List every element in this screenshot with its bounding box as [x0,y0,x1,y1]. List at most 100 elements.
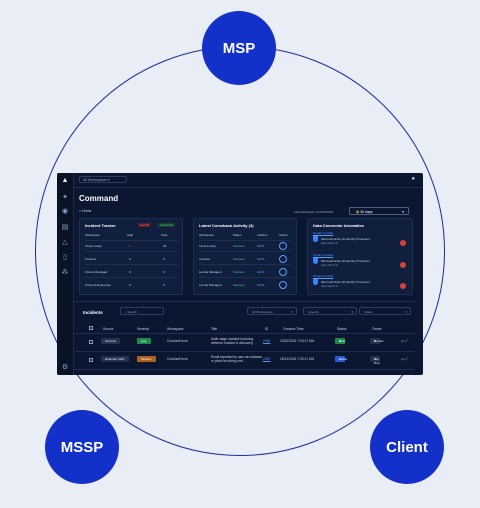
network-icon[interactable]: ⁂ [61,269,69,276]
row-incident: 02/01 [257,270,265,274]
col-title: Title [211,327,218,331]
client-label: Client [386,438,428,456]
gear-icon[interactable]: ⚙ [61,364,69,371]
alert-icon[interactable]: △ [62,239,68,246]
anomaly-link[interactable]: Tenant Corelite [313,231,334,235]
chevron-down-icon: ▾ [405,310,407,314]
severity-badge: Low [137,338,151,344]
error-icon[interactable] [400,240,406,246]
row-name: Unfound Enterprise [85,283,111,287]
breadcrumb-home: Home [82,209,92,213]
incident-id-link[interactable]: 2452 [263,339,271,343]
client-node: Client [370,410,444,484]
row-high: 0 [129,283,131,287]
col-high: High [127,233,134,237]
shield-icon [313,236,318,242]
col-owner: Owner [279,233,288,237]
severity-filter[interactable]: Severity ▾ [303,307,357,315]
owner-icon[interactable] [279,242,287,250]
row-name: Contoso [85,257,97,261]
chevron-down-icon: ▾ [351,310,353,314]
row-status: Success [233,283,245,287]
row-incident: 02/01 [257,283,265,287]
owner-icon[interactable] [279,268,287,276]
anomaly-link[interactable]: Tenant Corelite [313,274,334,278]
breadcrumb[interactable]: ⌂ Home [79,209,92,213]
comeback-activity-panel: Latest Comeback Activity (3) Workspace S… [193,218,297,295]
incident-tracker-panel: Incident Tracker SLA 25 Closed 10 Worksp… [79,218,183,295]
search-input[interactable]: ⌕ Search [120,307,164,315]
table-row[interactable]: Defender XDR Medium ContosoForce Email r… [75,352,415,370]
error-icon[interactable] [400,283,406,289]
incidents-table-header: Source Severity Workspace Title ID Creat… [75,324,415,334]
row-workspace: ContosoForce [167,357,188,361]
owner-select[interactable]: Gomez ▾ [370,338,384,344]
anomaly-text: Microsoft Entra ID Identity Protection [321,280,370,284]
logo-icon[interactable]: ▲ [61,177,69,184]
select-all-checkbox[interactable] [89,326,93,330]
page-title: Command [79,194,119,203]
col-total: Total [161,233,168,237]
document-icon[interactable]: ▤ [61,224,69,231]
severity-badge: Medium [137,356,156,362]
shield-icon[interactable]: ◉ [61,208,69,215]
row-time: 13/10/2024 7:03:17 AM [280,339,315,343]
row-name: Tenet Lovely [85,244,102,248]
workspace-filter[interactable]: All Workspaces▾ [247,307,297,315]
data-connector-anomalies-panel: Data Connector Anomalies Tenant Corelite… [307,218,413,295]
anomaly-item[interactable]: Tenant Corelite Microsoft Entra ID Ident… [313,253,403,273]
row-checkbox[interactable] [89,358,93,362]
anomaly-item[interactable]: Tenant Corelite Microsoft Entra ID Ident… [313,231,403,251]
anomaly-text: Microsoft Entra ID Identity Protection [321,237,370,241]
workspace-select[interactable]: All Workspaces ▾ [79,176,127,183]
msp-node: MSP [202,11,276,85]
row-total: 0 [163,257,165,261]
sidebar: ▲ ✦ ◉ ▤ △ ▯ ⁂ ⚙ [57,173,74,375]
date-range-picker[interactable]: ▦ 30 days▾ [349,207,409,215]
shield-icon [313,258,318,264]
anomaly-link[interactable]: Tenant Corelite [313,253,334,257]
sla-badge: SLA 25 [138,223,152,227]
row-ws: Tenet Lovely [199,244,216,248]
table-row[interactable]: Lamba Managed Success 02/01 [199,280,291,290]
source-badge: Sentinel [101,338,120,344]
table-row[interactable]: Sentinel Low ContosoForce Multi-stage in… [75,334,415,352]
col-status: Status [337,327,347,331]
top-bar: All Workspaces ▾ ● [73,173,423,188]
row-ws: Lamba Managed [199,283,222,287]
bookmark-icon[interactable]: ▯ [63,254,67,261]
msp-label: MSP [222,39,256,57]
workspace-filter-label: All Workspaces [252,310,273,314]
status-filter[interactable]: Status▾ [359,307,411,315]
row-high: 0 [129,270,131,274]
error-icon[interactable] [400,262,406,268]
user-icon[interactable]: ● [411,176,415,182]
panel-title: Incident Tracker [85,223,116,228]
status-label: New [339,339,346,343]
status-select[interactable]: New ▾ [335,338,345,344]
owner-icon[interactable] [279,255,287,263]
action-icons[interactable]: ▭ ⤢ [401,357,408,361]
row-title: Multi-stage incident involving defense e… [211,337,254,345]
status-label: Active [339,357,348,361]
mssp-node: MSSP [45,410,119,484]
action-icons[interactable]: ▭ ⤢ [401,339,408,343]
owner-select[interactable]: Joe Doe ▾ [370,356,380,365]
settings-icon[interactable]: ✦ [62,194,68,201]
status-select[interactable]: Active ▾ [335,356,348,362]
anomaly-item[interactable]: Tenant Corelite Microsoft Entra ID Ident… [313,274,403,294]
incident-id-link[interactable]: 2413 [263,357,271,361]
row-checkbox[interactable] [89,340,93,344]
table-header: Workspace Status Incident Owner [199,230,291,241]
owner-icon[interactable] [279,281,287,289]
closed-badge: Closed 10 [158,223,175,227]
workspace-select-label: All Workspaces [83,178,108,182]
severity-filter-label: Severity [308,310,319,314]
